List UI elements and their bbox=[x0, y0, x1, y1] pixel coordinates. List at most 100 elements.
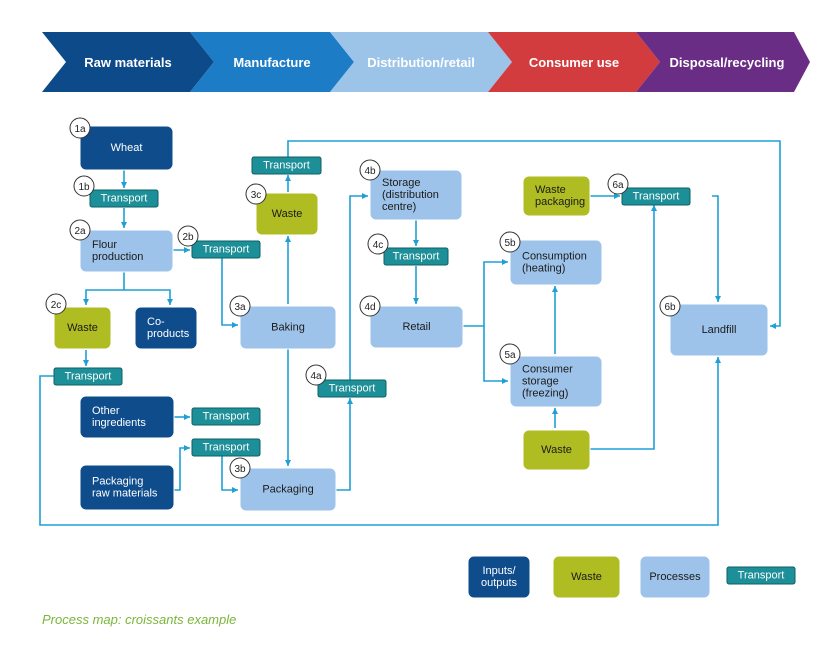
stage-chevron-4 bbox=[488, 32, 660, 92]
connector-arrow bbox=[483, 326, 508, 384]
node-t2b: Transport bbox=[191, 240, 261, 259]
node-box bbox=[369, 305, 464, 349]
node-t_other: Transport bbox=[191, 407, 261, 426]
node-box bbox=[255, 192, 319, 236]
stage-chevron-1 bbox=[42, 32, 214, 92]
step-badge-label: 3b bbox=[234, 464, 246, 475]
node-label: Transport bbox=[101, 193, 148, 205]
node-baking: Baking bbox=[239, 305, 337, 350]
step-badge-label: 5b bbox=[504, 238, 516, 249]
node-box bbox=[522, 429, 591, 471]
step-badge bbox=[367, 233, 389, 255]
node-t3c: Transport bbox=[251, 156, 322, 175]
node-retail: Retail bbox=[369, 305, 464, 349]
node-wheat: Wheat bbox=[79, 125, 174, 171]
step-badge bbox=[177, 225, 199, 247]
step-badge-label: 4b bbox=[364, 166, 376, 177]
node-label: Waste bbox=[272, 208, 303, 220]
connector-arrow bbox=[590, 205, 657, 450]
node-label: Wheat bbox=[111, 142, 143, 154]
node-label: Baking bbox=[271, 322, 305, 334]
stage-chevron-2 bbox=[190, 32, 354, 92]
node-box bbox=[522, 175, 591, 217]
step-badge-label: 4d bbox=[364, 302, 375, 313]
step-badge-label: 2a bbox=[74, 226, 86, 237]
connector-arrow bbox=[221, 258, 238, 328]
node-label: Transport bbox=[329, 383, 376, 395]
step-badge-label: 6b bbox=[664, 302, 676, 313]
step-badge bbox=[499, 343, 521, 365]
step-badge bbox=[229, 295, 251, 317]
connector-arrow bbox=[221, 456, 238, 493]
node-box bbox=[89, 189, 159, 208]
node-box bbox=[369, 169, 463, 221]
node-box bbox=[191, 407, 261, 426]
node-box bbox=[251, 156, 322, 175]
node-label: Transport bbox=[203, 244, 250, 256]
stage-label-2: Manufacture bbox=[233, 55, 310, 70]
node-box bbox=[53, 367, 123, 386]
node-box bbox=[509, 239, 603, 286]
node-t6a: Transport bbox=[621, 187, 691, 206]
node-label: Transport bbox=[263, 160, 310, 172]
node-waste2c: Waste bbox=[53, 306, 112, 350]
node-label: Transport bbox=[203, 442, 250, 454]
node-box bbox=[509, 355, 603, 408]
figure-caption: Process map: croissants example bbox=[42, 612, 237, 627]
node-label: Transport bbox=[65, 371, 112, 383]
node-consumption: Consumption(heating) bbox=[509, 239, 603, 286]
node-box bbox=[79, 125, 174, 171]
node-waste5: Waste bbox=[522, 429, 591, 471]
node-landfill: Landfill bbox=[669, 303, 769, 357]
step-badge-label: 4c bbox=[373, 240, 384, 251]
step-badge bbox=[45, 293, 67, 315]
step-badge-label: 1a bbox=[74, 124, 86, 135]
step-badge bbox=[245, 183, 267, 205]
step-badge bbox=[69, 117, 91, 139]
node-box bbox=[239, 467, 337, 512]
node-label: Waste bbox=[541, 444, 572, 456]
step-badge-label: 3a bbox=[234, 302, 246, 313]
step-badge-label: 3c bbox=[251, 190, 262, 201]
stage-label-4: Consumer use bbox=[529, 55, 619, 70]
node-t4c: Transport bbox=[383, 247, 449, 266]
node-box bbox=[79, 395, 175, 439]
node-box bbox=[191, 438, 261, 457]
legend-item-process: Processes bbox=[639, 555, 711, 599]
step-badge-label: 2c bbox=[51, 300, 62, 311]
connector-arrow bbox=[83, 272, 125, 305]
legend-swatch bbox=[726, 566, 796, 585]
step-badge-label: 5a bbox=[504, 350, 516, 361]
connector-arrow bbox=[287, 140, 781, 329]
connector-arrow bbox=[463, 259, 508, 327]
node-box bbox=[79, 464, 175, 511]
node-label: Consumption(heating) bbox=[522, 251, 587, 275]
step-badge bbox=[359, 159, 381, 181]
node-box bbox=[79, 229, 174, 273]
step-badge bbox=[359, 295, 381, 317]
step-badge bbox=[305, 364, 327, 386]
node-label: Packaging bbox=[262, 484, 313, 496]
step-badge bbox=[499, 231, 521, 253]
node-box bbox=[317, 379, 387, 398]
step-badge-label: 2b bbox=[182, 232, 194, 243]
legend-swatch bbox=[552, 555, 621, 599]
legend-label: Waste bbox=[571, 571, 602, 583]
node-coproducts: Co-products bbox=[134, 306, 198, 350]
legend-item-input: Inputs/outputs bbox=[467, 555, 531, 599]
node-box bbox=[383, 247, 449, 266]
node-box bbox=[621, 187, 691, 206]
step-badge bbox=[69, 219, 91, 241]
step-badge-label: 6a bbox=[612, 180, 624, 191]
